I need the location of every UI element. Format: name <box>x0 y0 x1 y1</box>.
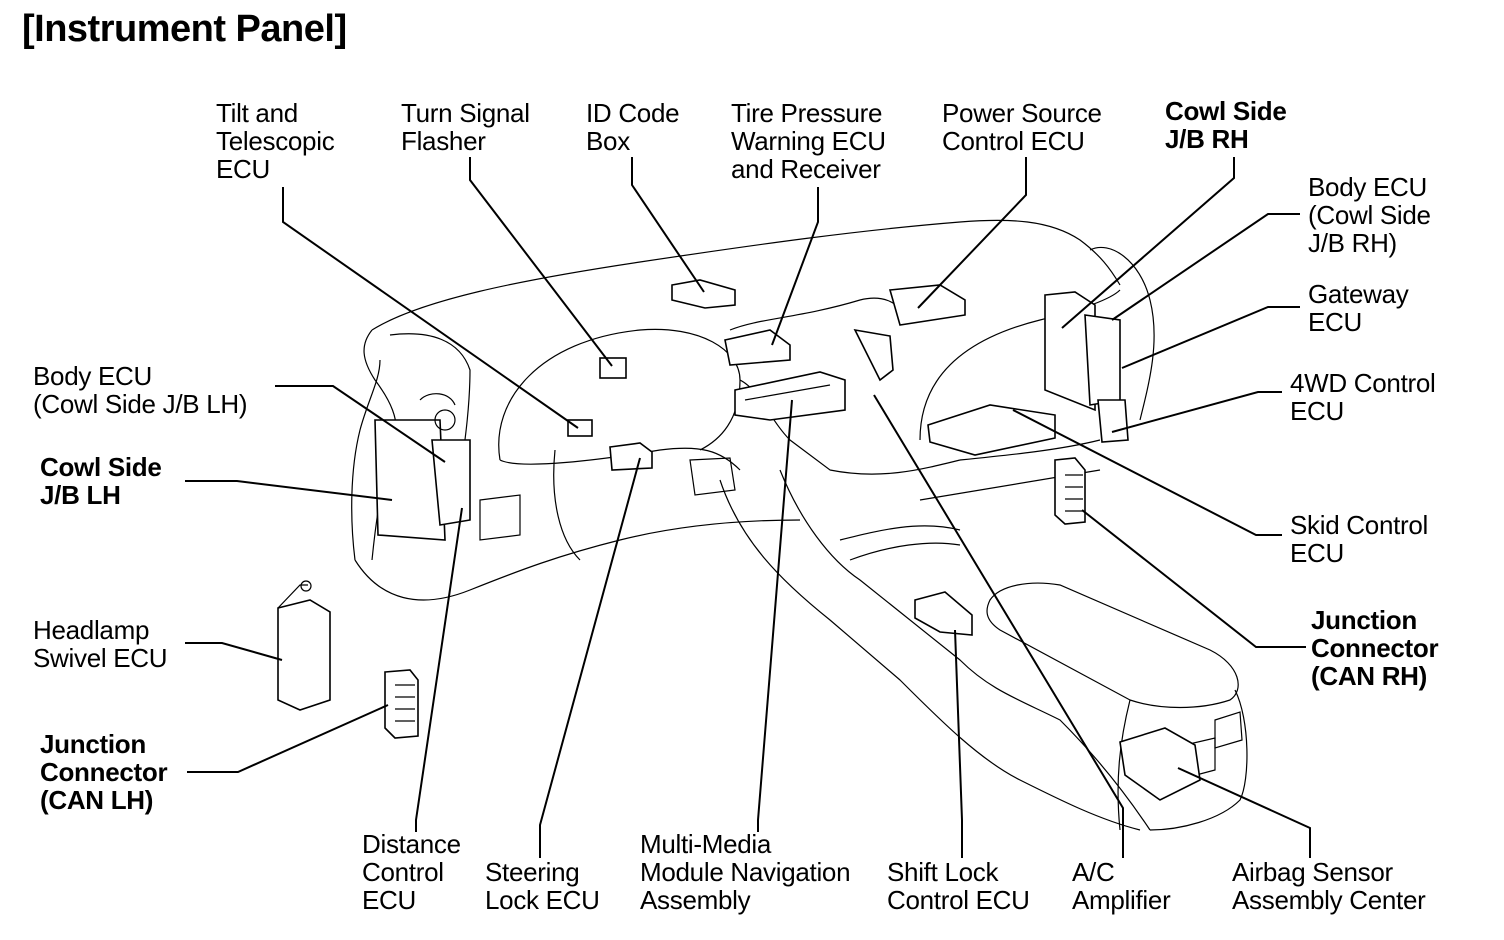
label-power-source-control-ecu: Power Source Control ECU <box>942 98 1102 156</box>
steering-lock-ecu-part <box>609 442 653 471</box>
junction-connector-rh-part <box>1054 457 1086 525</box>
body-ecu-lh-part <box>431 439 471 526</box>
diagram-title: [Instrument Panel] <box>22 8 347 50</box>
airbag-sensor-part <box>1119 727 1201 801</box>
turn-signal-flasher-part <box>599 357 627 379</box>
label-gateway-ecu: Gateway ECU <box>1308 279 1409 337</box>
label-headlamp-swivel-ecu: Headlamp Swivel ECU <box>33 615 168 673</box>
label-shift-lock-control-ecu: Shift Lock Control ECU <box>887 857 1030 915</box>
tire-pressure-ecu-part <box>724 329 791 366</box>
4wd-control-ecu-part <box>1097 399 1129 443</box>
gateway-ecu-part <box>1084 314 1121 406</box>
label-turn-signal-flasher: Turn Signal Flasher <box>401 98 530 156</box>
label-skid-control-ecu: Skid Control ECU <box>1290 510 1429 568</box>
leader-lines <box>185 157 1311 858</box>
ac-amplifier-part <box>853 328 894 382</box>
id-code-box-part <box>671 279 736 309</box>
label-id-code-box: ID Code Box <box>586 98 680 156</box>
label-cowl-side-jb-rh: Cowl Side J/B RH <box>1165 96 1287 154</box>
junction-connector-lh-part <box>384 669 419 739</box>
label-tilt-telescopic-ecu: Tilt and Telescopic ECU <box>216 98 335 184</box>
headlamp-swivel-ecu-part <box>277 599 331 711</box>
skid-control-ecu-part <box>927 404 1056 456</box>
label-multi-media-module: Multi-Media Module Navigation Assembly <box>640 829 851 915</box>
label-ac-amplifier: A/C Amplifier <box>1072 857 1171 915</box>
multi-media-module-part <box>734 371 846 421</box>
label-body-ecu-rh: Body ECU (Cowl Side J/B RH) <box>1308 172 1431 258</box>
label-4wd-control-ecu: 4WD Control ECU <box>1290 368 1436 426</box>
label-junction-connector-can-lh: Junction Connector (CAN LH) <box>40 729 168 815</box>
label-body-ecu-lh: Body ECU (Cowl Side J/B LH) <box>33 361 248 419</box>
label-distance-control-ecu: Distance Control ECU <box>362 829 461 915</box>
power-source-ecu-part <box>888 284 966 326</box>
shift-lock-ecu-part <box>914 591 973 636</box>
label-junction-connector-can-rh: Junction Connector (CAN RH) <box>1311 605 1439 691</box>
label-cowl-side-jb-lh: Cowl Side J/B LH <box>40 452 162 510</box>
label-tire-pressure-warning-ecu: Tire Pressure Warning ECU and Receiver <box>731 98 886 184</box>
label-steering-lock-ecu: Steering Lock ECU <box>485 857 600 915</box>
dashboard-outline <box>351 219 1248 831</box>
label-airbag-sensor-center: Airbag Sensor Assembly Center <box>1232 857 1426 915</box>
